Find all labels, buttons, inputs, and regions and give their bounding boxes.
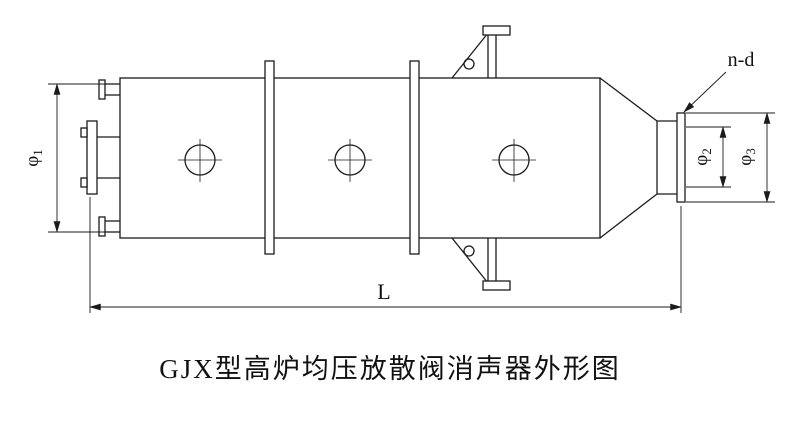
bracket-plate bbox=[482, 280, 511, 291]
inlet-bolt-bottom bbox=[80, 177, 88, 188]
outlet-cone bbox=[599, 77, 658, 239]
bottom-left-stub bbox=[98, 216, 120, 237]
phi1-label: φ1 bbox=[22, 149, 45, 166]
leader-line bbox=[683, 71, 727, 113]
bottom-bracket bbox=[451, 237, 511, 291]
silencer-body bbox=[80, 25, 686, 291]
inlet-flange bbox=[86, 120, 98, 195]
length-label: L bbox=[377, 279, 390, 304]
stub-flange bbox=[98, 79, 106, 100]
outlet-neck bbox=[657, 120, 677, 195]
inspection-hole-2 bbox=[328, 139, 372, 182]
phi2-label: φ2 bbox=[691, 148, 714, 165]
inspection-hole-1 bbox=[178, 139, 222, 182]
bracket-plate bbox=[482, 25, 511, 36]
bracket-hole bbox=[463, 245, 475, 257]
main-shell bbox=[119, 77, 601, 239]
outlet-flange bbox=[676, 112, 686, 203]
dimension-length: L bbox=[89, 197, 682, 313]
inlet-bolt-top bbox=[80, 127, 88, 138]
bolt-holes-label: n-d bbox=[728, 49, 755, 71]
stiffener-ring-1 bbox=[264, 60, 275, 255]
dimension-phi3: φ3 bbox=[686, 112, 775, 203]
dimension-phi2: φ2 bbox=[686, 126, 731, 188]
inlet-nozzle bbox=[80, 120, 120, 195]
drawing-title: GJX型高炉均压放散阀消声器外形图 bbox=[159, 354, 621, 384]
top-left-stub bbox=[98, 79, 120, 100]
bracket-hole bbox=[463, 58, 475, 70]
top-bracket bbox=[451, 25, 511, 79]
phi3-label: φ3 bbox=[735, 148, 758, 165]
dimension-phi1: φ1 bbox=[22, 83, 112, 233]
bolt-holes-callout: n-d bbox=[683, 49, 755, 113]
inspection-hole-3 bbox=[492, 139, 536, 182]
stiffener-ring-2 bbox=[409, 60, 420, 255]
stub-flange bbox=[98, 216, 106, 237]
